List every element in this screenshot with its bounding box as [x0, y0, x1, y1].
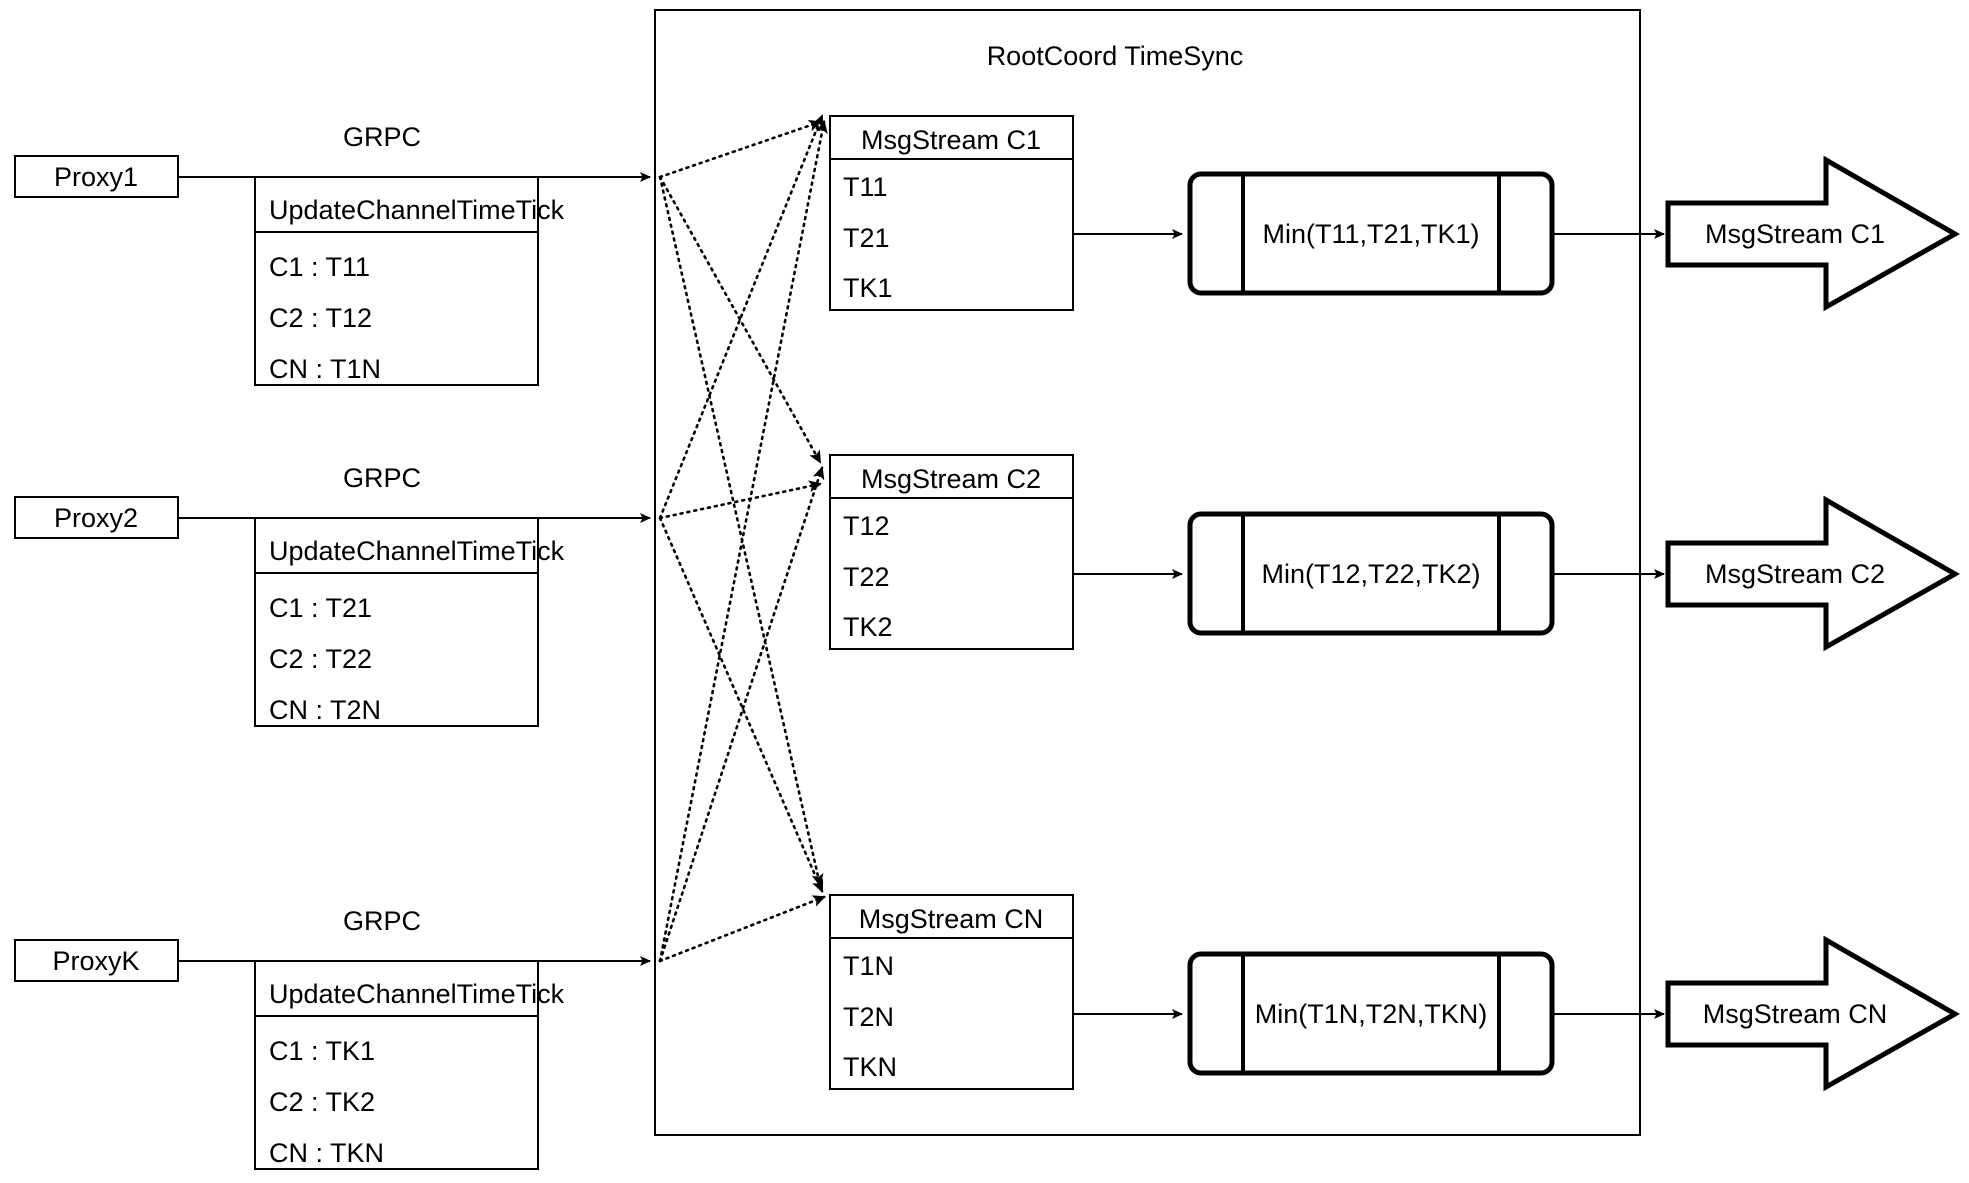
min-label-2: Min(T12,T22,TK2): [1261, 559, 1480, 589]
dispatch-line-pk-c2: [658, 466, 825, 963]
msgstream-row: TKN: [843, 1052, 897, 1082]
output-msgstream-arrow-1: [1665, 155, 1961, 312]
msgstream-row: T12: [843, 511, 890, 541]
update-timetick-box-1: [254, 176, 539, 386]
msgstream-box-1: [829, 115, 1074, 311]
msgstream-row: T22: [843, 562, 890, 592]
dispatch-line-p1-c1: [658, 119, 822, 179]
msgstream-row: T1N: [843, 951, 894, 981]
proxy-group-3: ProxyK GRPC UpdateChannelTimeTick C1 : T…: [14, 906, 651, 1170]
output-msgstream-arrow-2: [1665, 495, 1961, 652]
update-timetick-header-3: UpdateChannelTimeTick: [269, 979, 565, 1009]
grpc-label-2: GRPC: [343, 463, 421, 493]
dispatch-line-p1-cn: [658, 175, 824, 887]
proxy-label-2: Proxy2: [54, 503, 138, 533]
update-timetick-row: C2 : TK2: [269, 1087, 375, 1117]
container-title: RootCoord TimeSync: [987, 41, 1244, 71]
proxy-label-1: Proxy1: [54, 162, 138, 192]
dispatch-line-p2-cn: [658, 516, 824, 893]
output-msgstream-label-3: MsgStream CN: [1703, 999, 1888, 1029]
channel-group-3: MsgStream CN T1N T2N TKN Min(T1N,T2N,TKN…: [829, 894, 1961, 1092]
proxy-group-1: Proxy1 GRPC UpdateChannelTimeTick C1 : T…: [14, 122, 651, 386]
msgstream-row: T21: [843, 223, 890, 253]
msgstream-header-3: MsgStream CN: [859, 904, 1044, 934]
proxy-box-1[interactable]: [14, 155, 179, 198]
dispatch-line-p2-c1: [658, 114, 824, 520]
dispatch-line-p1-c2: [658, 175, 822, 464]
update-timetick-box-2: [254, 517, 539, 727]
proxy-box-3[interactable]: [14, 939, 179, 982]
grpc-label-3: GRPC: [343, 906, 421, 936]
msgstream-header-2: MsgStream C2: [861, 464, 1041, 494]
update-timetick-row: C1 : T21: [269, 593, 372, 623]
dispatch-line-pk-cn: [658, 895, 826, 963]
msgstream-box-2: [829, 454, 1074, 650]
dispatch-line-pk-c1: [658, 120, 828, 963]
update-timetick-row: CN : TKN: [269, 1138, 384, 1168]
update-timetick-row: C1 : T11: [269, 252, 370, 282]
timetick-dispatch-connections: [658, 114, 828, 963]
msgstream-box-3: [829, 894, 1074, 1090]
output-msgstream-arrow-3: [1665, 935, 1961, 1092]
channel-group-1: MsgStream C1 T11 T21 TK1 Min(T11,T21,TK1…: [829, 115, 1961, 312]
update-timetick-header-1: UpdateChannelTimeTick: [269, 195, 565, 225]
update-timetick-row: C2 : T22: [269, 644, 372, 674]
rootcoord-timesync-container: RootCoord TimeSync: [654, 9, 1641, 1136]
msgstream-row: T11: [843, 172, 888, 202]
update-timetick-row: C1 : TK1: [269, 1036, 375, 1066]
update-timetick-row: C2 : T12: [269, 303, 372, 333]
update-timetick-box-3: [254, 960, 539, 1170]
msgstream-row: T2N: [843, 1002, 894, 1032]
min-label-3: Min(T1N,T2N,TKN): [1255, 999, 1488, 1029]
channel-group-2: MsgStream C2 T12 T22 TK2 Min(T12,T22,TK2…: [829, 454, 1961, 652]
output-msgstream-label-1: MsgStream C1: [1705, 219, 1885, 249]
min-label-1: Min(T11,T21,TK1): [1262, 219, 1479, 249]
output-msgstream-label-2: MsgStream C2: [1705, 559, 1885, 589]
msgstream-row: TK2: [843, 612, 893, 642]
update-timetick-row: CN : T1N: [269, 354, 381, 384]
update-timetick-row: CN : T2N: [269, 695, 381, 725]
update-timetick-header-2: UpdateChannelTimeTick: [269, 536, 565, 566]
proxy-label-3: ProxyK: [52, 946, 139, 976]
proxy-group-2: Proxy2 GRPC UpdateChannelTimeTick C1 : T…: [14, 463, 651, 727]
proxy-box-2[interactable]: [14, 496, 179, 539]
msgstream-header-1: MsgStream C1: [861, 125, 1041, 155]
dispatch-line-p2-c2: [658, 480, 822, 520]
grpc-label-1: GRPC: [343, 122, 421, 152]
msgstream-row: TK1: [843, 273, 893, 303]
